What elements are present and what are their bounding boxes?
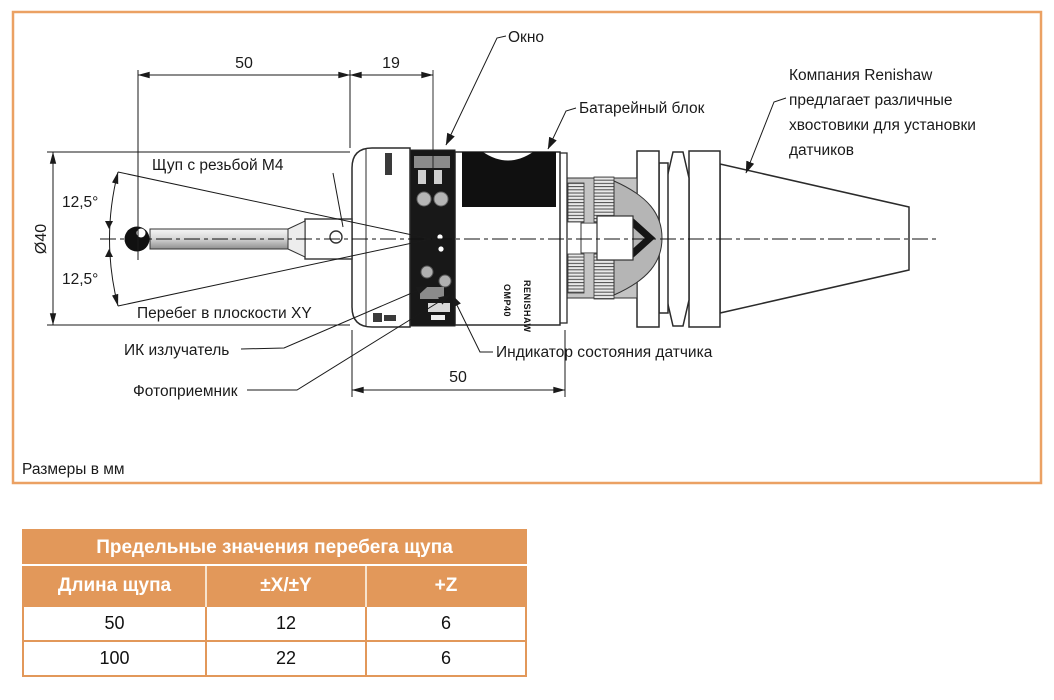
callout-battery: Батарейный блок xyxy=(579,100,705,117)
window-led-dot xyxy=(437,234,443,240)
units-footnote: Размеры в мм xyxy=(22,461,125,478)
probe-brand-print: RENISHAW xyxy=(522,280,532,333)
probe-model-print: OMP40 xyxy=(502,284,512,317)
stylus-hole xyxy=(329,230,343,244)
angle-label-bottom: 12,5° xyxy=(62,271,98,288)
column-header-z: +Z xyxy=(364,565,527,606)
column-header-xy: ±X/±Y xyxy=(205,565,366,606)
table-row: 50 12 6 xyxy=(23,605,527,641)
callout-photodetector: Фотоприемник xyxy=(133,383,238,400)
table-row: 100 22 6 xyxy=(23,640,527,676)
table-title: Предельные значения перебега щупа xyxy=(23,530,527,566)
shank-note-line3: хвостовики для установки xyxy=(789,117,976,134)
leader-lines xyxy=(240,35,787,391)
front-cap xyxy=(351,147,411,328)
cell-stylus-length: 50 xyxy=(23,605,206,641)
threaded-coupling xyxy=(557,152,663,324)
cell-z: 6 xyxy=(364,640,527,676)
shank-note-line2: предлагает различные xyxy=(789,92,953,109)
overtravel-cone xyxy=(105,171,432,307)
dim-diameter: Ø40 xyxy=(33,224,50,254)
dim-body-length: 50 xyxy=(449,369,467,386)
cell-xy: 22 xyxy=(205,640,366,676)
status-led xyxy=(438,274,452,288)
shank-note-line1: Компания Renishaw xyxy=(789,67,933,84)
callout-window: Окно xyxy=(508,29,544,46)
angle-label-top: 12,5° xyxy=(62,194,98,211)
probe-body: OMP40 RENISHAW xyxy=(454,151,561,333)
shank-note-line4: датчиков xyxy=(789,142,854,159)
cell-xy: 12 xyxy=(205,605,366,641)
technical-drawing: OMP40 RENISHAW xyxy=(11,10,1043,485)
dimensions xyxy=(47,70,566,397)
cell-stylus-length: 100 xyxy=(23,640,206,676)
callout-status-led: Индикатор состояния датчика xyxy=(496,344,713,361)
callout-overtravel: Перебег в плоскости XY xyxy=(137,305,312,322)
cell-z: 6 xyxy=(364,605,527,641)
battery-pack xyxy=(462,152,556,207)
callout-stylus: Щуп с резьбой M4 xyxy=(152,157,284,174)
overtravel-table: Предельные значения перебега щупа Длина … xyxy=(22,529,528,677)
dim-stylus-length: 50 xyxy=(235,55,253,72)
table-title-row: Предельные значения перебега щупа xyxy=(23,530,527,566)
callout-ir-emitter: ИК излучатель xyxy=(124,342,229,359)
column-header-stylus-length: Длина щупа xyxy=(23,565,206,606)
table-header-row: Длина щупа ±X/±Y +Z xyxy=(23,565,527,606)
window-band xyxy=(409,149,456,327)
dim-front-length: 19 xyxy=(382,55,400,72)
